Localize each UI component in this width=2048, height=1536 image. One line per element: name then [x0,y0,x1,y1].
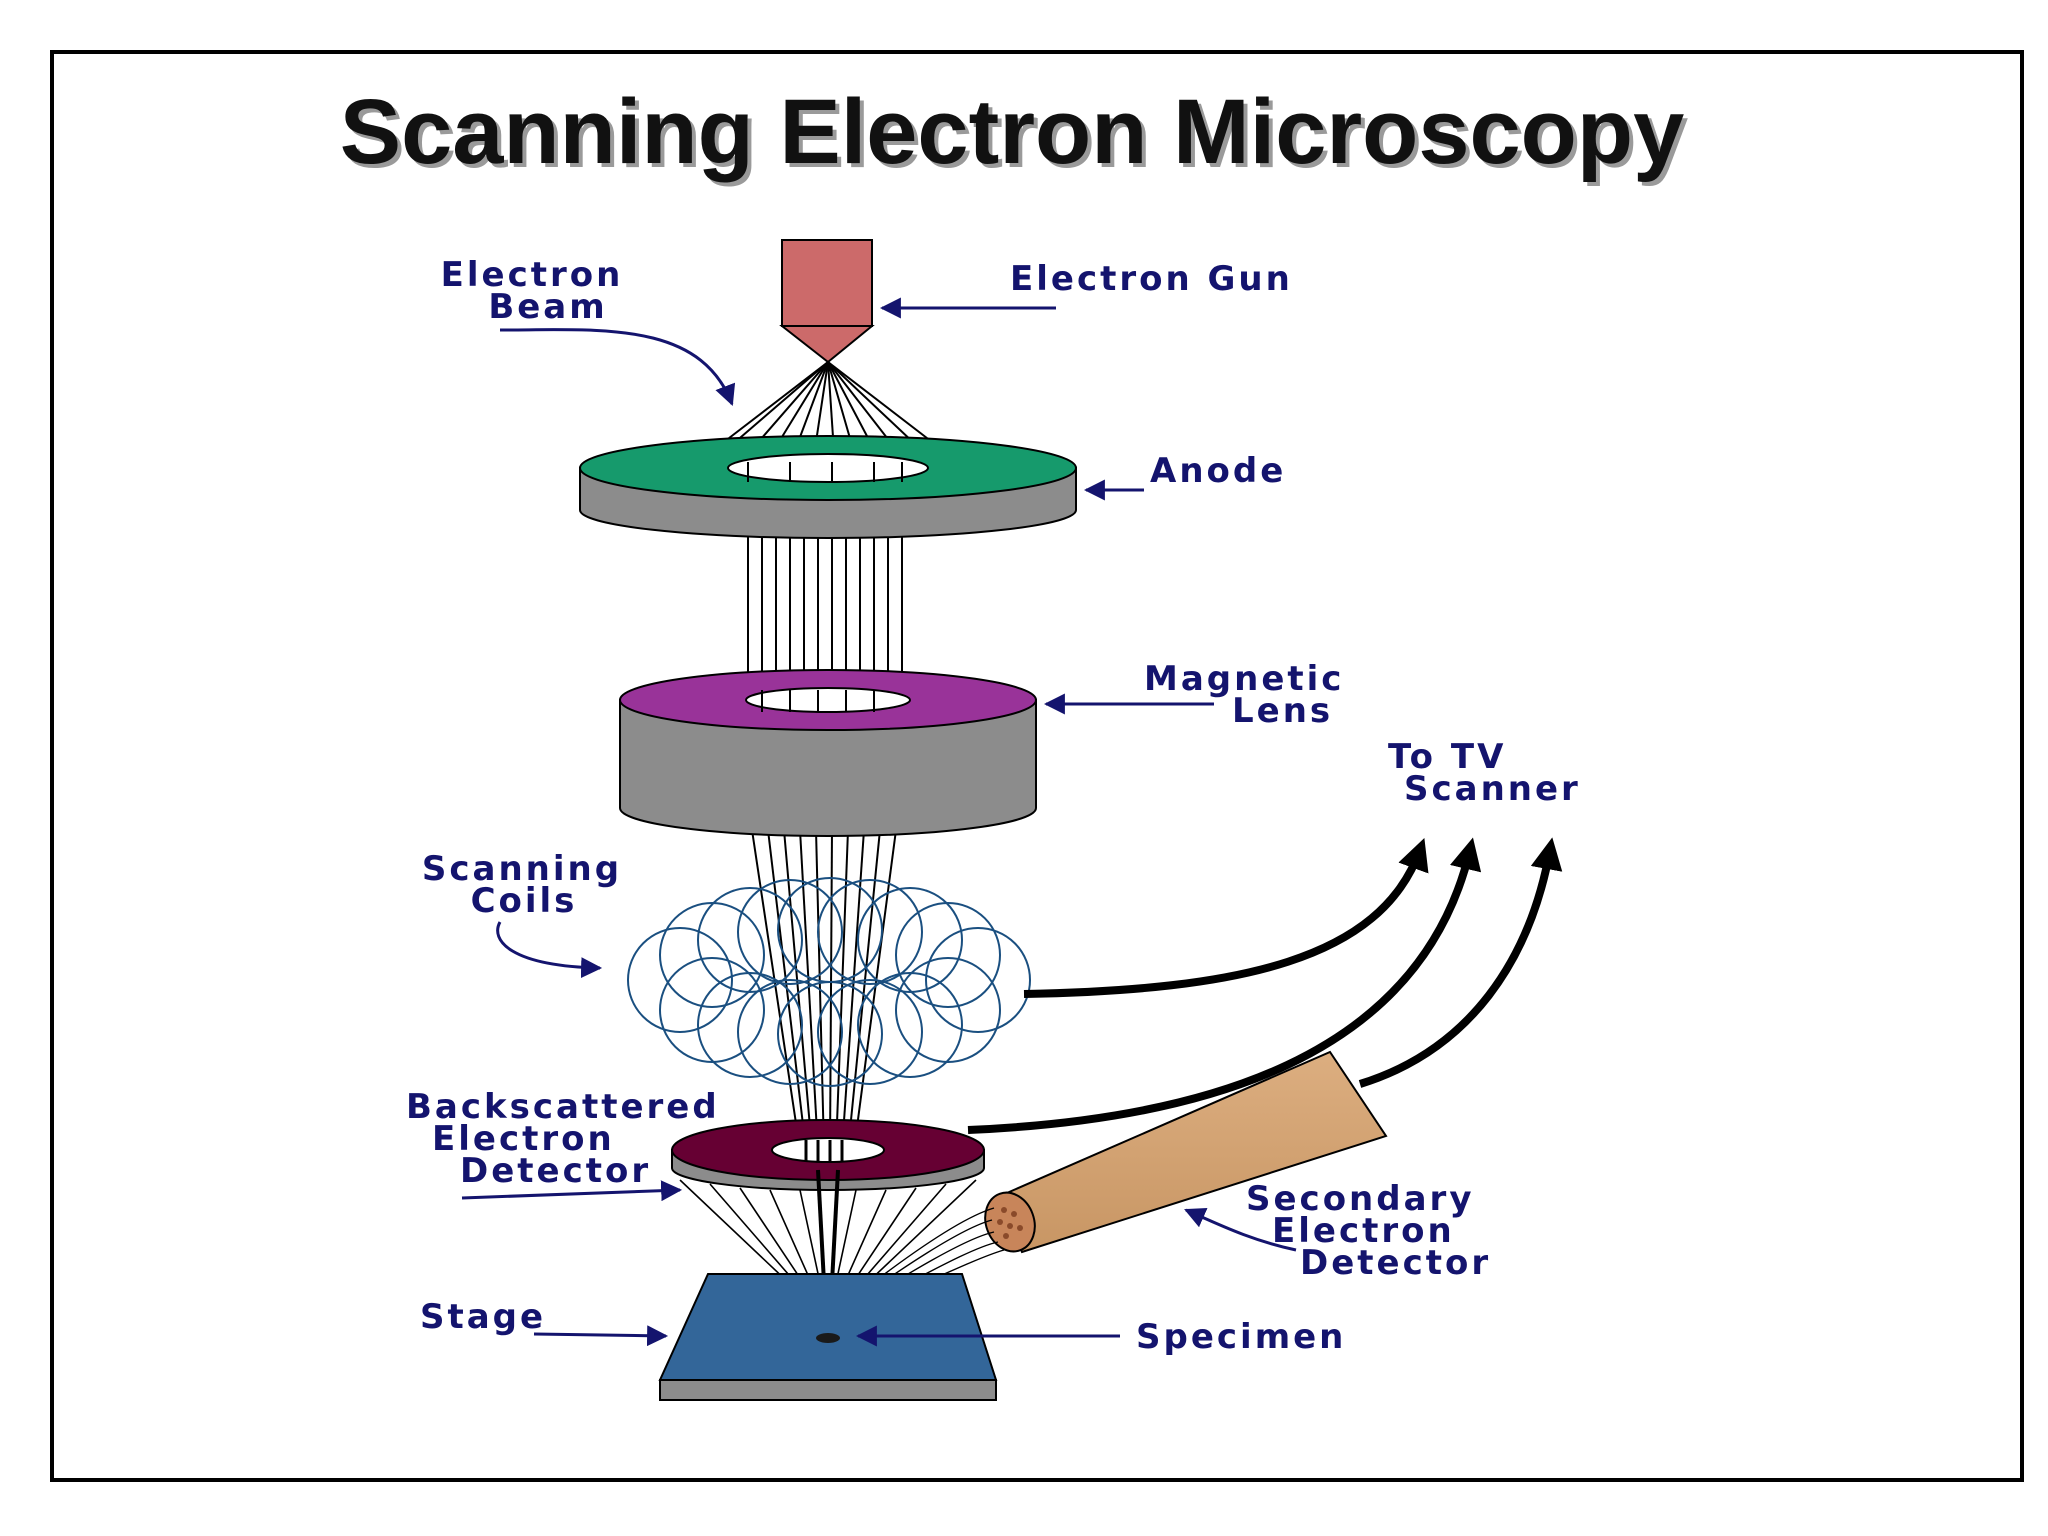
label-electron-gun: Electron Gun [1010,259,1293,299]
label-secondary-1: Secondary [1246,1179,1474,1219]
labels: Electron Beam Electron Gun Anode Magneti… [406,255,1581,1357]
page-title: Scanning Electron Microscopy [340,81,1685,183]
arrow-backscattered [461,1180,683,1202]
label-stage: Stage [420,1297,546,1337]
label-to-tv-2: Scanner [1404,769,1581,809]
anode [579,435,1077,539]
annotation-arrows [461,297,1297,1347]
stage [658,1273,998,1401]
label-electron-beam-2: Beam [488,287,607,327]
label-anode: Anode [1150,451,1286,491]
label-electron-beam-1: Electron [441,255,624,295]
arrow-stage [533,1325,669,1347]
signal-cables [967,837,1563,1134]
beam-through-anode [747,462,903,482]
label-scanning-coils-1: Scanning [422,849,622,889]
label-secondary-3: Detector [1300,1243,1491,1283]
specimen [816,1333,840,1343]
arrow-secondary [1184,1208,1297,1252]
label-magnetic-lens-1: Magnetic [1144,659,1344,699]
label-magnetic-lens-2: Lens [1232,691,1333,731]
arrow-electron-beam [499,328,736,406]
label-secondary-2: Electron [1272,1211,1455,1251]
label-backscattered-3: Detector [460,1151,651,1191]
arrow-scanning-coils [496,921,603,979]
label-scanning-coils-2: Coils [471,881,578,921]
label-backscattered-2: Electron [432,1119,615,1159]
beam-converging [751,829,897,1151]
label-specimen: Specimen [1136,1317,1346,1357]
electron-gun [779,239,875,364]
magnetic-lens [619,669,1037,837]
backscattered-detector [671,1119,985,1191]
label-backscattered-1: Backscattered [406,1087,720,1127]
page-title-shadow: Scanning Electron Microscopy [344,85,1689,187]
scanning-coils [627,877,1031,1087]
label-to-tv-1: To TV [1388,737,1506,777]
